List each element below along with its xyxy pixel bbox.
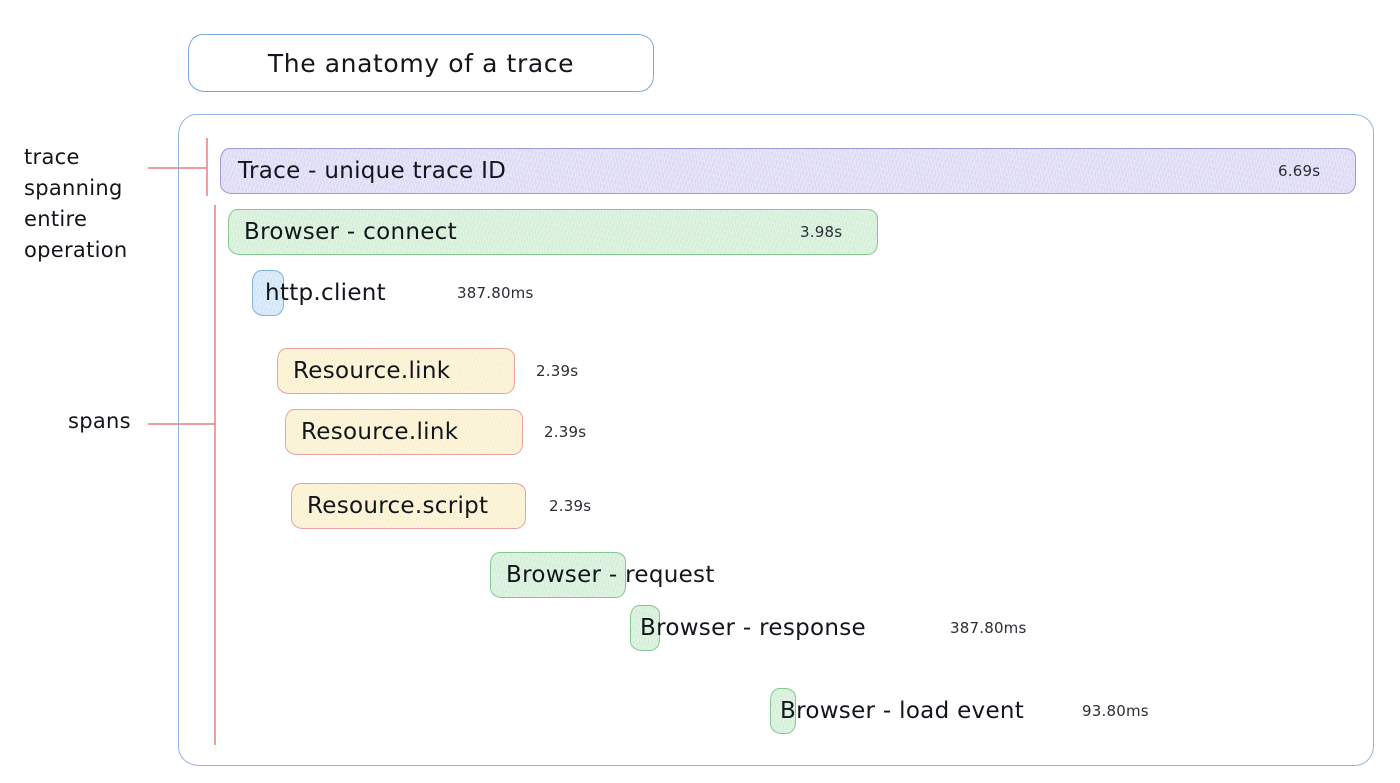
page-title: The anatomy of a trace <box>267 48 575 78</box>
annotation-spans-bracket <box>214 205 216 745</box>
span-name: Trace - unique trace ID <box>238 158 507 184</box>
span-row[interactable]: Trace - unique trace ID 6.69s <box>0 148 1400 194</box>
title-box: The anatomy of a trace <box>188 34 654 92</box>
span-name: Browser - load event <box>780 698 1025 724</box>
span-name: Browser - request <box>506 562 715 588</box>
trace-container <box>178 114 1374 766</box>
annotation-trace-label: trace spanning entire operation <box>24 142 174 266</box>
span-row[interactable]: Browser - connect 3.98s <box>0 209 1400 255</box>
span-duration: 3.98s <box>800 223 843 241</box>
span-row[interactable]: http.client 387.80ms <box>0 270 1400 316</box>
span-name: Resource.script <box>307 493 489 519</box>
span-name: http.client <box>265 280 386 306</box>
span-name: Browser - response <box>640 615 866 641</box>
annotation-trace-line-2: spanning <box>24 176 123 200</box>
span-row[interactable]: Browser - response 387.80ms <box>0 605 1400 651</box>
span-row[interactable]: Browser - load event 93.80ms <box>0 688 1400 734</box>
span-row[interactable]: Resource.link 2.39s <box>0 409 1400 455</box>
annotation-trace-line-1: trace <box>24 145 80 169</box>
annotation-spans-leader-line <box>148 423 216 425</box>
annotation-trace-bracket <box>206 138 208 196</box>
span-row[interactable]: Resource.script 2.39s <box>0 483 1400 529</box>
annotation-trace-leader-line <box>148 167 206 169</box>
span-name: Resource.link <box>293 358 451 384</box>
annotation-trace-line-3: entire <box>24 207 88 231</box>
annotation-trace-line-4: operation <box>24 238 128 262</box>
span-duration: 6.69s <box>1278 162 1321 180</box>
span-duration: 387.80ms <box>950 619 1027 637</box>
span-duration: 387.80ms <box>457 284 534 302</box>
span-row[interactable]: Resource.link 2.39s <box>0 348 1400 394</box>
span-duration: 2.39s <box>549 497 592 515</box>
span-duration: 93.80ms <box>1082 702 1149 720</box>
span-row[interactable]: Browser - request <box>0 552 1400 598</box>
span-duration: 2.39s <box>544 423 587 441</box>
span-duration: 2.39s <box>536 362 579 380</box>
annotation-spans-label: spans <box>68 409 131 433</box>
span-name: Resource.link <box>301 419 459 445</box>
span-name: Browser - connect <box>244 219 457 245</box>
